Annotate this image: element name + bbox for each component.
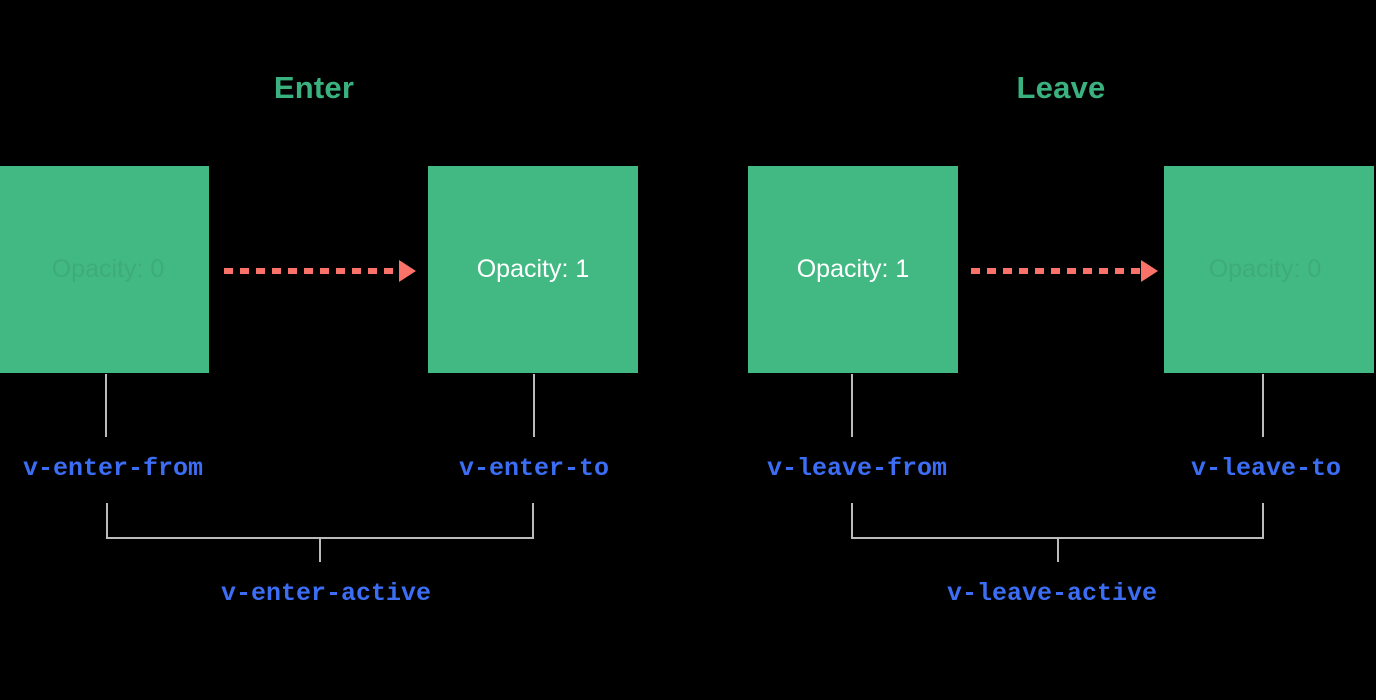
state-box-leave-from: Opacity: 1 [748,166,958,373]
arrow-shaft-icon [224,268,399,274]
class-label-v-enter-active: v-enter-active [220,579,432,608]
bracket-right-stem [532,503,534,539]
class-label-v-enter-to: v-enter-to [458,454,610,483]
arrow-head-icon [1141,260,1158,282]
bracket-left-stem [851,503,853,539]
state-box-leave-to-label: Opacity: 0 [1208,255,1322,283]
transition-arrow-enter [224,260,416,282]
bracket-left-stem [106,503,108,539]
section-title-enter: Enter [273,70,355,105]
state-box-leave-to: Opacity: 0 [1164,166,1374,373]
arrow-shaft-icon [971,268,1141,274]
bracket-center-stem [1056,538,1059,562]
state-box-enter-to: Opacity: 1 [428,166,638,373]
transition-arrow-leave [971,260,1158,282]
state-box-enter-to-label: Opacity: 1 [476,255,590,283]
arrow-head-icon [399,260,416,282]
bracket-center-stem [319,538,321,562]
class-label-v-leave-to: v-leave-to [1190,454,1342,483]
class-label-v-leave-active: v-leave-active [946,579,1158,608]
bracket-right-stem [1262,503,1264,539]
connector-tick-enter-to [533,374,535,437]
state-box-leave-from-label: Opacity: 1 [796,255,910,283]
grouping-bracket-leave-active [851,503,1264,562]
grouping-bracket-enter-active [106,503,534,562]
section-title-leave: Leave [1016,70,1106,105]
state-box-enter-from: Opacity: 0 [0,166,209,373]
class-label-v-leave-from: v-leave-from [766,454,948,483]
connector-tick-leave-to [1262,374,1264,437]
state-box-enter-from-label: Opacity: 0 [51,255,165,283]
class-label-v-enter-from: v-enter-from [22,454,204,483]
connector-tick-enter-from [105,374,107,437]
connector-tick-leave-from [851,374,853,437]
